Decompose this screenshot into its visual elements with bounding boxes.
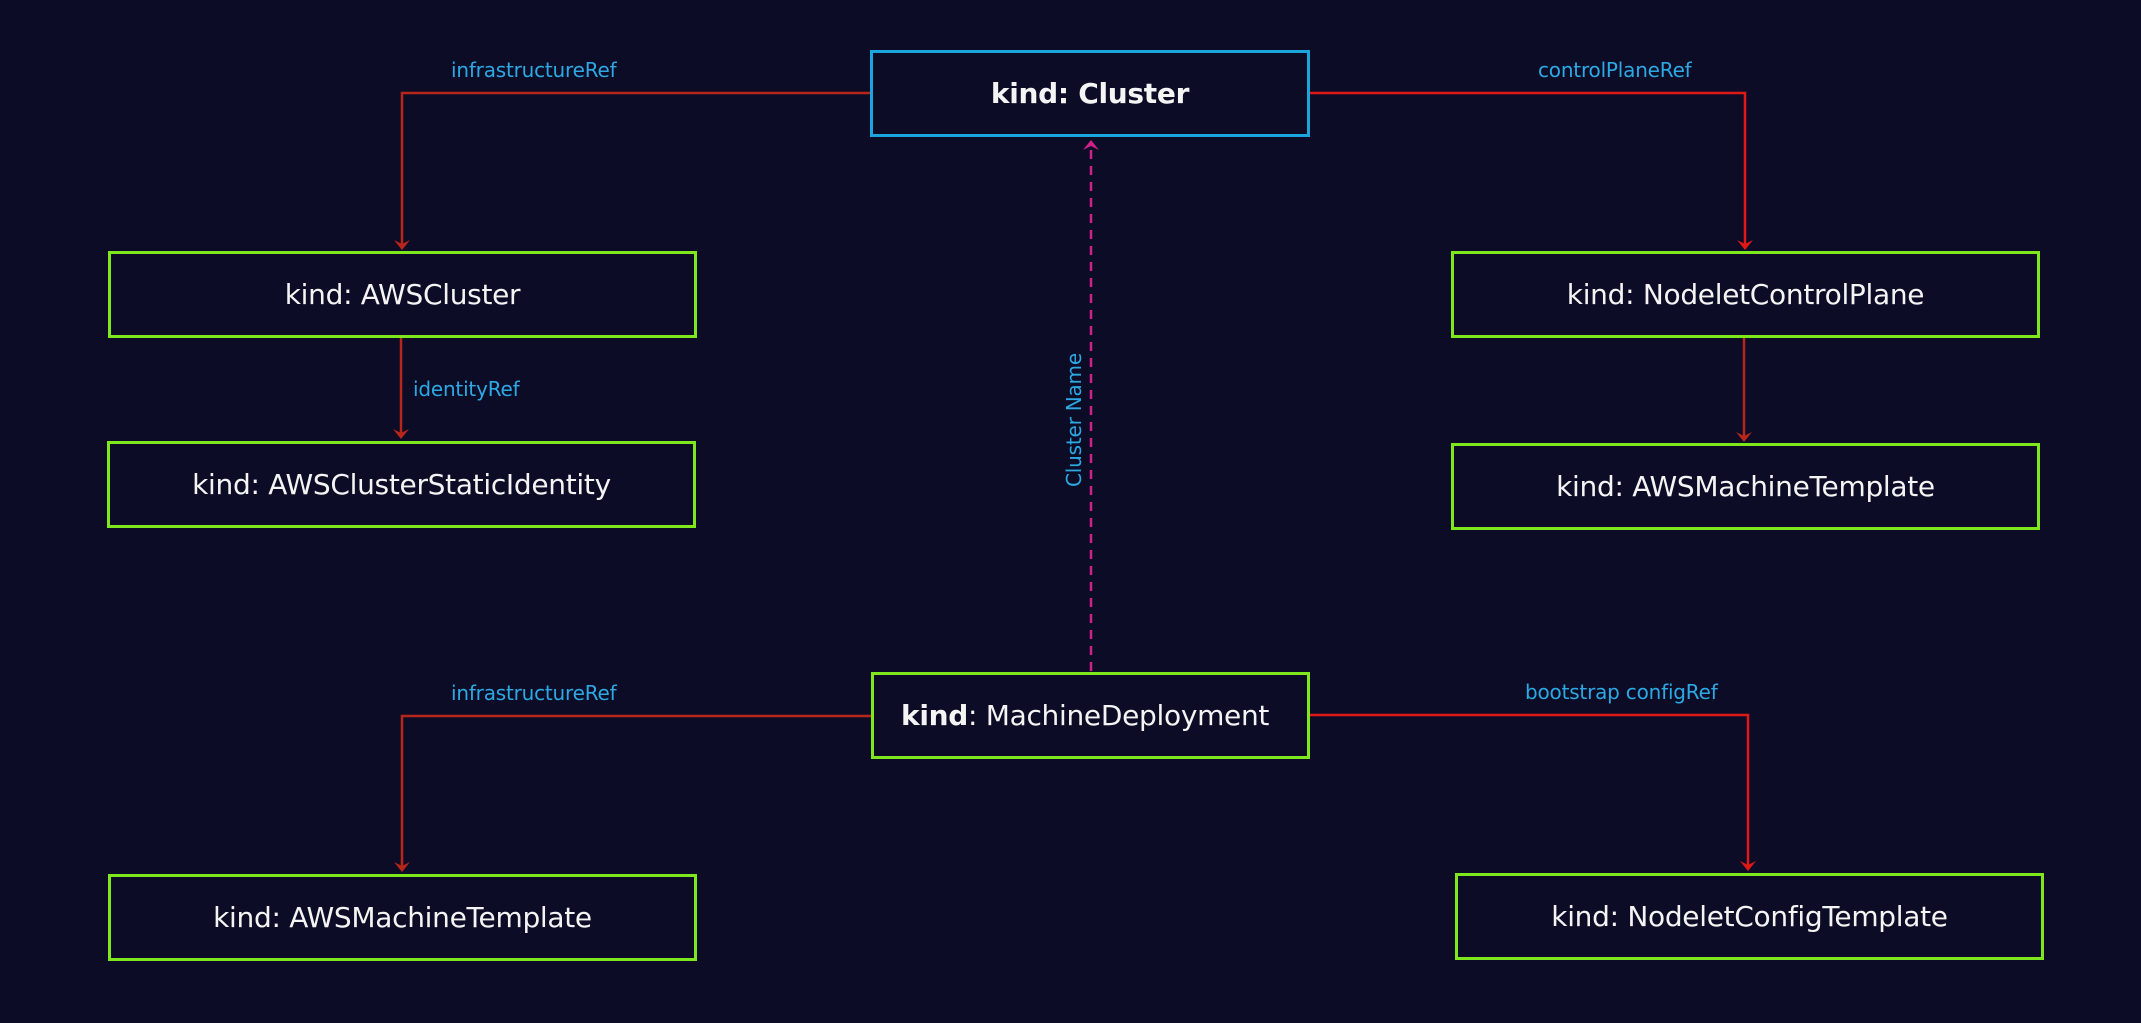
node-machine-deployment[interactable]: kind: MachineDeployment <box>871 672 1310 759</box>
label-md-bootstrap-config-ref: bootstrap configRef <box>1525 680 1718 704</box>
node-aws-machine-template-cp[interactable]: kind: AWSMachineTemplate <box>1451 443 2040 530</box>
label-md-infrastructure-ref: infrastructureRef <box>451 681 617 705</box>
node-aws-cluster-static-identity[interactable]: kind: AWSClusterStaticIdentity <box>107 441 696 528</box>
node-aws-machine-template-md[interactable]: kind: AWSMachineTemplate <box>108 874 697 961</box>
edge-cluster-infrastructure-ref <box>394 91 870 250</box>
node-aws-machine-template-cp-key: kind <box>1556 470 1615 503</box>
node-nodelet-config-template[interactable]: kind: NodeletConfigTemplate <box>1455 873 2044 960</box>
node-cluster[interactable]: kind: Cluster <box>870 50 1310 137</box>
node-nodelet-control-plane-value: NodeletControlPlane <box>1642 278 1925 311</box>
label-cluster-infrastructure-ref: infrastructureRef <box>451 58 617 82</box>
edge-md-bootstrap-config-ref <box>1310 713 1756 871</box>
label-cluster-control-plane-ref: controlPlaneRef <box>1538 58 1692 82</box>
node-cluster-value: Cluster <box>1078 77 1190 110</box>
node-aws-cluster[interactable]: kind: AWSCluster <box>108 251 697 338</box>
node-nodelet-control-plane-key: kind <box>1566 278 1626 311</box>
node-aws-machine-template-md-key: kind <box>213 901 272 934</box>
node-nodelet-config-template-key: kind <box>1551 900 1610 933</box>
node-aws-cluster-static-identity-key: kind <box>192 468 251 501</box>
edge-md-infrastructure-ref <box>394 714 872 872</box>
label-md-cluster-name: Cluster Name <box>1062 353 1086 487</box>
node-machine-deployment-value: MachineDeployment <box>985 699 1270 732</box>
node-aws-cluster-static-identity-value: AWSClusterStaticIdentity <box>268 468 611 501</box>
edge-cluster-control-plane-ref <box>1309 91 1753 250</box>
node-nodelet-control-plane[interactable]: kind: NodeletControlPlane <box>1451 251 2040 338</box>
node-aws-cluster-key: kind <box>284 278 344 311</box>
label-aws-cluster-identity-ref: identityRef <box>413 377 520 401</box>
node-cluster-key: kind <box>990 77 1058 110</box>
node-aws-cluster-value: AWSCluster <box>360 278 521 311</box>
node-aws-machine-template-cp-value: AWSMachineTemplate <box>1632 470 1935 503</box>
node-machine-deployment-key: kind <box>901 699 968 732</box>
node-aws-machine-template-md-value: AWSMachineTemplate <box>289 901 592 934</box>
node-nodelet-config-template-value: NodeletConfigTemplate <box>1627 900 1948 933</box>
